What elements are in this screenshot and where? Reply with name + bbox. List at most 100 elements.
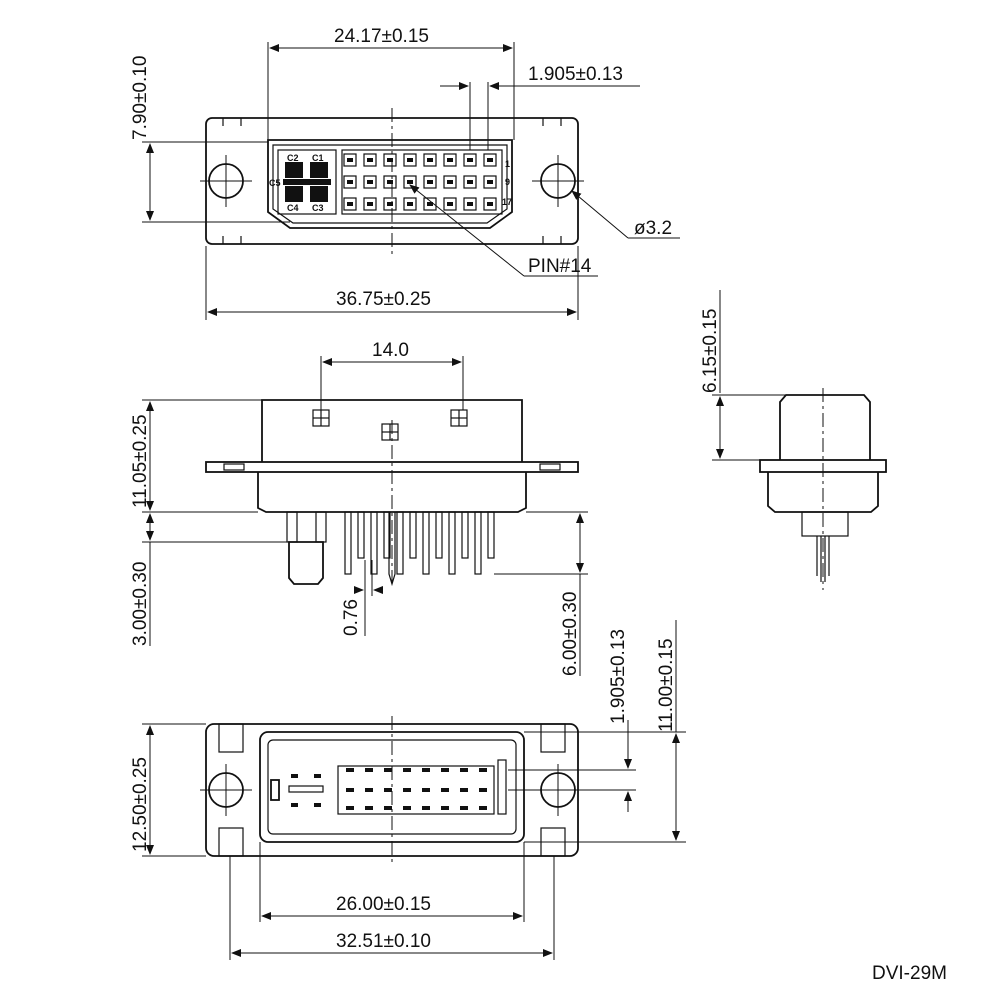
pin-cell: [403, 153, 417, 167]
pin-cell: [423, 197, 437, 211]
bottom-pin: [384, 768, 392, 772]
boardlock-pin: [286, 511, 298, 543]
bottom-pin: [403, 788, 411, 792]
dim-tail-short: 3.00±0.30: [130, 562, 151, 646]
pin-cell: [463, 175, 477, 189]
pin-contact: [367, 180, 373, 184]
end-view: 6.15±0.15: [700, 290, 887, 590]
pin-contact: [427, 158, 433, 162]
side-flange-nut-left: [223, 463, 245, 471]
pin-cell: [343, 197, 357, 211]
bottom-pin: [460, 806, 468, 810]
pin-contact: [487, 158, 493, 162]
end-pin-block: [801, 511, 849, 537]
pin-tail: [344, 511, 352, 575]
pin-contact: [447, 158, 453, 162]
pin-contact: [387, 202, 393, 206]
pin-cell: [443, 153, 457, 167]
pin-contact: [467, 180, 473, 184]
c5-blade: [283, 179, 331, 185]
pin-contact: [347, 180, 353, 184]
bottom-pin: [422, 768, 430, 772]
contact-label-c3: C3: [312, 203, 324, 213]
dim-hole-spacing: 32.51±0.10: [336, 931, 431, 952]
side-shell-top: [261, 399, 523, 462]
bottom-pin: [346, 768, 354, 772]
pin-tail: [370, 511, 378, 575]
pin-tail: [422, 511, 430, 575]
pin-cell: [383, 197, 397, 211]
pin-tail: [409, 511, 417, 559]
pin-contact: [447, 202, 453, 206]
row-label-17: 17: [502, 197, 512, 207]
pin-cell: [443, 197, 457, 211]
row-label-1: 1: [505, 159, 510, 169]
dim-post-spacing: 14.0: [372, 340, 409, 361]
pin-contact: [427, 202, 433, 206]
bottom-pin: [441, 806, 449, 810]
end-shell: [779, 394, 871, 460]
pin-cell: [423, 175, 437, 189]
pin-contact: [467, 202, 473, 206]
bottom-pin: [384, 806, 392, 810]
pin-contact: [407, 180, 413, 184]
pin-cell: [423, 153, 437, 167]
bottom-pin: [403, 806, 411, 810]
dim-bottom-depth: 11.00±0.15: [656, 638, 677, 732]
pin-contact: [347, 158, 353, 162]
contact-label-c1: C1: [312, 153, 324, 163]
c-contact-pad: [310, 186, 328, 202]
pin-cell: [403, 197, 417, 211]
bottom-pin: [346, 806, 354, 810]
pin-contact: [407, 158, 413, 162]
pin-tail: [448, 511, 456, 575]
pin-tail: [461, 511, 469, 559]
pin-tail: [396, 511, 404, 575]
pin-contact: [447, 180, 453, 184]
pin-contact: [367, 202, 373, 206]
bottom-latch: [497, 759, 507, 815]
pin-tail: [435, 511, 443, 559]
part-number: DVI-29M: [872, 963, 947, 984]
pin-contact: [367, 158, 373, 162]
side-view: 14.0 11.05±0.25 3.00±0.30 0.76 6.00±0.30: [130, 340, 588, 676]
pin-contact: [427, 180, 433, 184]
pin-cell: [343, 175, 357, 189]
bottom-pin: [479, 806, 487, 810]
bottom-pin: [441, 768, 449, 772]
bottom-pin: [403, 768, 411, 772]
bottom-pin: [365, 806, 373, 810]
c-contact-pad: [310, 162, 328, 178]
pin-tail: [357, 511, 365, 559]
contact-label-c4: C4: [287, 203, 299, 213]
bottom-slot: [540, 723, 566, 753]
pin-cell: [483, 153, 497, 167]
bottom-pin: [365, 768, 373, 772]
pin-cell: [363, 175, 377, 189]
front-shell-inner: [272, 144, 508, 224]
boardlock-peg: [288, 541, 324, 585]
bottom-pin-field-frame: [337, 765, 495, 815]
bottom-slot: [218, 723, 244, 753]
front-pin-field: [341, 149, 503, 215]
flange-ticks: [222, 118, 562, 244]
side-flange-nut-right: [539, 463, 561, 471]
pin-14-callout: PIN#14: [528, 256, 592, 277]
contact-label-c2: C2: [287, 153, 299, 163]
bottom-c5-slot: [288, 785, 324, 793]
pin-cell: [463, 153, 477, 167]
boardlock-pin: [315, 511, 327, 543]
dim-row-pitch: 1.905±0.13: [608, 629, 629, 724]
dim-hole-diameter: ø3.2: [634, 218, 672, 239]
bottom-pin: [441, 788, 449, 792]
c-contact-pad: [285, 186, 303, 202]
c-contact-area: [277, 149, 337, 215]
bottom-pin-field: [346, 768, 487, 810]
pin-contact: [407, 202, 413, 206]
pin-tail: [474, 511, 482, 575]
pin-cell: [483, 197, 497, 211]
bottom-pin: [460, 768, 468, 772]
dim-pin-pitch: 1.905±0.13: [528, 64, 623, 85]
